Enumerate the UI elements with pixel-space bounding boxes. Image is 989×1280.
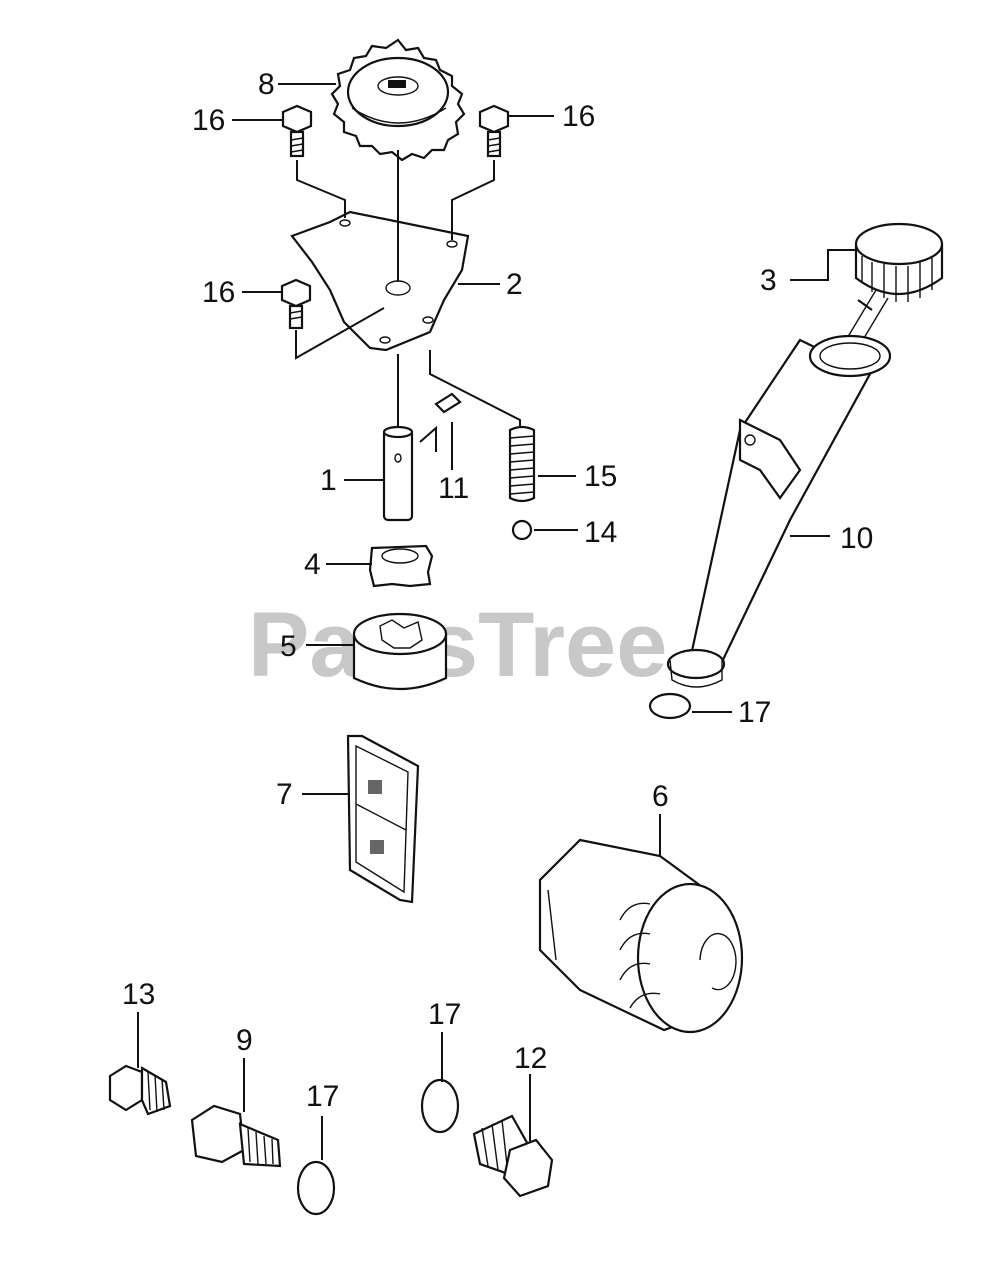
oil-filter-part-6 <box>538 838 744 1034</box>
screen-part-7 <box>346 734 420 904</box>
label-part-16-left-top: 16 <box>192 104 225 137</box>
label-part-17-mid: 17 <box>428 998 461 1031</box>
part-labels: 8 16 16 16 2 3 1 11 15 14 10 4 5 17 7 6 … <box>122 68 873 1113</box>
pin-part-11 <box>434 392 462 414</box>
label-part-16-left-mid: 16 <box>202 276 235 309</box>
plug-part-13 <box>108 1064 172 1116</box>
o-ring-part-17-bottom <box>296 1160 336 1216</box>
bolt-part-16-right-top <box>478 104 510 158</box>
shaft-part-1 <box>382 425 414 522</box>
label-part-1: 1 <box>320 464 337 497</box>
label-part-13: 13 <box>122 978 155 1011</box>
fitting-part-9 <box>190 1104 282 1168</box>
label-part-14: 14 <box>584 516 617 549</box>
spring-part-15 <box>508 425 536 503</box>
label-part-7: 7 <box>276 778 293 811</box>
label-part-17-bottom: 17 <box>306 1080 339 1113</box>
label-part-4: 4 <box>304 548 321 581</box>
gear-part-8 <box>330 38 466 162</box>
outer-rotor-part-5 <box>352 612 448 691</box>
label-part-12: 12 <box>514 1042 547 1075</box>
label-part-5: 5 <box>280 630 297 663</box>
label-part-6: 6 <box>652 780 669 813</box>
label-part-17-tube: 17 <box>738 696 771 729</box>
label-part-3: 3 <box>760 264 777 297</box>
label-part-16-right-top: 16 <box>562 100 595 133</box>
oil-tube-part-10 <box>666 334 892 688</box>
o-ring-part-17-mid <box>420 1078 460 1134</box>
plug-part-12 <box>472 1114 554 1198</box>
plate-part-2 <box>290 210 470 352</box>
bolt-part-16-left-mid <box>280 278 312 330</box>
o-ring-part-17-tube <box>648 692 692 720</box>
ball-part-14 <box>511 519 533 541</box>
label-part-10: 10 <box>840 522 873 555</box>
label-leader-lines <box>137 83 858 1160</box>
label-part-11: 11 <box>438 472 469 505</box>
bolt-part-16-left-top <box>281 104 313 158</box>
label-part-9: 9 <box>236 1024 253 1057</box>
assembly-lines <box>295 150 521 452</box>
label-part-2: 2 <box>506 268 523 301</box>
label-part-15: 15 <box>584 460 617 493</box>
dipstick-part-3 <box>845 222 944 349</box>
label-part-8: 8 <box>258 68 275 101</box>
inner-rotor-part-4 <box>368 544 434 588</box>
